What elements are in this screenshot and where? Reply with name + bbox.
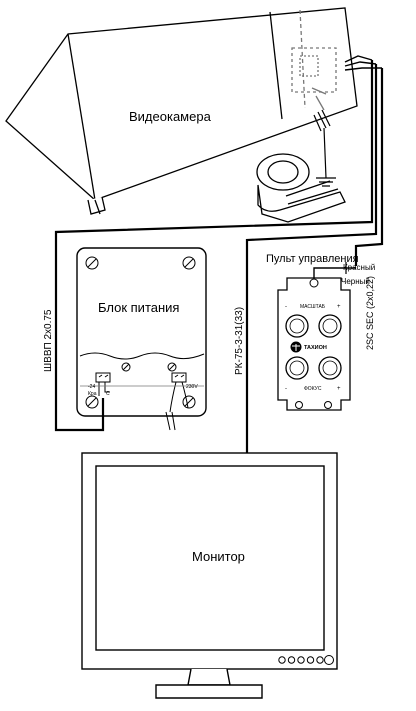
cable-gland: [313, 109, 336, 187]
taxion-logo-icon: [290, 341, 302, 353]
psu-screw-br: [182, 395, 196, 409]
power-cable: [54, 60, 374, 432]
psu-wire-tag-left: Кра: [88, 391, 97, 397]
video-cable: [245, 64, 378, 453]
zoom-plus-button[interactable]: [318, 314, 342, 338]
focus-plus-label: +: [337, 386, 341, 392]
controller-mount-hole-bottom-right: [324, 401, 332, 409]
psu-terminal-right: [169, 372, 189, 413]
wire-black-label: Черный: [341, 277, 370, 286]
psu-label: Блок питания: [98, 300, 179, 315]
psu-terminal-left-label: -24: [88, 384, 95, 390]
focus-plus-button[interactable]: [318, 356, 342, 380]
monitor-button[interactable]: [278, 656, 286, 664]
monitor-button[interactable]: [287, 656, 296, 664]
psu-terminal-right-label: 230V: [186, 384, 198, 390]
monitor-button[interactable]: [316, 656, 324, 664]
monitor: [81, 452, 338, 699]
psu-board-edge: [79, 352, 205, 360]
controller: [277, 277, 351, 411]
psu-fuse: [121, 362, 177, 372]
controller-mount-hole-top: [309, 278, 319, 288]
focus-minus-label: -: [285, 386, 287, 392]
monitor-buttons[interactable]: [278, 655, 334, 665]
wire-red-label: Красный: [343, 263, 375, 272]
focus-minus-button[interactable]: [285, 356, 309, 380]
camera-mount: [256, 153, 346, 223]
control-cable-to-pult: [313, 267, 356, 278]
controller-label: Пульт управления: [266, 253, 359, 265]
zoom-plus-label: +: [337, 304, 341, 310]
focus-label: ФОКУС: [304, 386, 322, 392]
monitor-button[interactable]: [297, 656, 305, 664]
psu: [76, 247, 207, 431]
monitor-label: Монитор: [192, 549, 245, 564]
controller-brand: ТАХИОН: [304, 345, 327, 351]
video-cable-label: РК-75-3-31(33): [234, 307, 245, 375]
monitor-bezel: [81, 452, 338, 670]
controller-mount-hole-bottom: [295, 401, 303, 409]
monitor-neck: [187, 668, 231, 686]
control-cable: [354, 68, 384, 266]
zoom-label: МАСШТАБ: [300, 304, 326, 310]
camera-housing: [5, 7, 358, 215]
monitor-power-button[interactable]: [324, 655, 334, 665]
cables: [54, 60, 384, 453]
psu-wire-tag-right: С: [106, 391, 110, 397]
psu-mains-cable: [165, 411, 176, 431]
psu-terminal-left: [95, 372, 111, 396]
controller-body: [277, 277, 351, 411]
psu-screw-tr: [182, 256, 196, 270]
camera-label: Видеокамера: [129, 109, 212, 124]
monitor-button[interactable]: [306, 656, 315, 664]
power-cable-label: ШВВП 2х0.75: [43, 309, 54, 372]
zoom-minus-button[interactable]: [285, 314, 309, 338]
monitor-screen: [95, 465, 325, 651]
psu-screw-bl: [85, 395, 99, 409]
zoom-minus-label: -: [285, 304, 287, 310]
control-cable-label: 2SC SEC (2х0,22): [365, 276, 375, 350]
camera: [5, 7, 382, 223]
psu-screw-tl: [85, 256, 99, 270]
monitor-stand: [155, 684, 263, 699]
